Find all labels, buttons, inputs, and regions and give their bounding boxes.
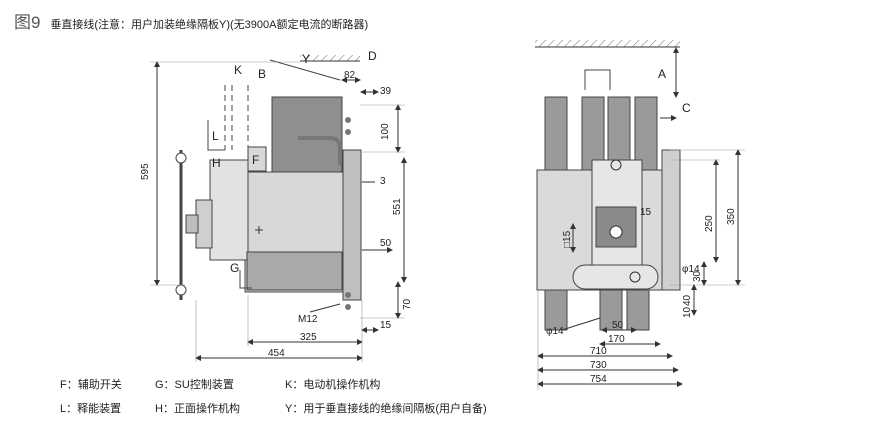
dim-30: 30 xyxy=(692,270,703,282)
figure-number: 图9 xyxy=(14,13,41,32)
dim-82: 82 xyxy=(344,70,356,81)
side-front-panel xyxy=(209,159,249,261)
side-view: K B Y D L H F G 595 82 39 100 3 551 50 7… xyxy=(140,49,413,362)
legend-h: H：正面操作机构 xyxy=(155,403,240,415)
dim-350: 350 xyxy=(726,208,737,225)
legend-g: G：SU控制装置 xyxy=(155,379,234,391)
dim-phi14-bottom: φ14 xyxy=(546,326,564,337)
figure-caption: 垂直接线(注意：用户加装绝缘隔板Y)(无3900A额定电流的断路器) xyxy=(50,19,369,31)
dim-595: 595 xyxy=(140,163,151,180)
legend-y: Y：用于垂直接线的绝缘间隔板(用户自备) xyxy=(285,403,487,415)
label-g: G xyxy=(230,261,239,275)
dim-phi14-side: φ14 xyxy=(682,264,700,275)
dim-551: 551 xyxy=(392,198,403,215)
dim-40: 40 xyxy=(682,294,693,306)
label-l: L xyxy=(212,129,219,143)
dim-710: 710 xyxy=(590,346,607,357)
dim-70: 70 xyxy=(402,298,413,310)
aux-switch-box xyxy=(247,146,267,172)
label-y: Y xyxy=(302,52,310,66)
dim-m12: M12 xyxy=(298,314,318,325)
side-ceiling-hatch xyxy=(300,55,360,61)
label-k: K xyxy=(234,63,242,77)
label-c: C xyxy=(682,101,691,115)
dim-50: 50 xyxy=(612,320,624,331)
front-view: A C 250 350 □15 15 φ14 30 40 10 50 170 φ… xyxy=(535,40,745,390)
dim-3: 3 xyxy=(380,176,386,187)
label-a: A xyxy=(658,67,666,81)
legend-l: L：释能装置 xyxy=(60,403,122,415)
legend-k: K：电动机操作机构 xyxy=(285,379,381,391)
dim-15: 15 xyxy=(380,320,392,331)
dim-100: 100 xyxy=(380,123,391,140)
label-b: B xyxy=(258,67,266,81)
dim-50: 50 xyxy=(380,238,392,249)
dim-730: 730 xyxy=(590,360,607,371)
dim-sq15: □15 xyxy=(562,230,573,248)
front-side-plate xyxy=(661,149,681,291)
dim-454: 454 xyxy=(268,348,285,359)
front-ceiling-hatch xyxy=(535,40,680,47)
dim-39: 39 xyxy=(380,86,392,97)
side-busbar-plate xyxy=(271,96,343,173)
dim-15: 15 xyxy=(640,207,652,218)
legend-f: F：辅助开关 xyxy=(60,379,122,391)
side-chassis xyxy=(246,251,343,291)
dim-10: 10 xyxy=(682,306,693,318)
label-f: F xyxy=(252,153,259,167)
side-rail xyxy=(342,149,362,301)
figure-title: 图9 垂直接线(注意：用户加装绝缘隔板Y)(无3900A额定电流的断路器) xyxy=(14,8,368,33)
dim-325: 325 xyxy=(300,332,317,343)
label-h: H xyxy=(212,156,221,170)
label-d: D xyxy=(368,49,377,63)
dim-250: 250 xyxy=(704,215,715,232)
dim-170: 170 xyxy=(608,334,625,345)
dim-754: 754 xyxy=(590,374,607,385)
